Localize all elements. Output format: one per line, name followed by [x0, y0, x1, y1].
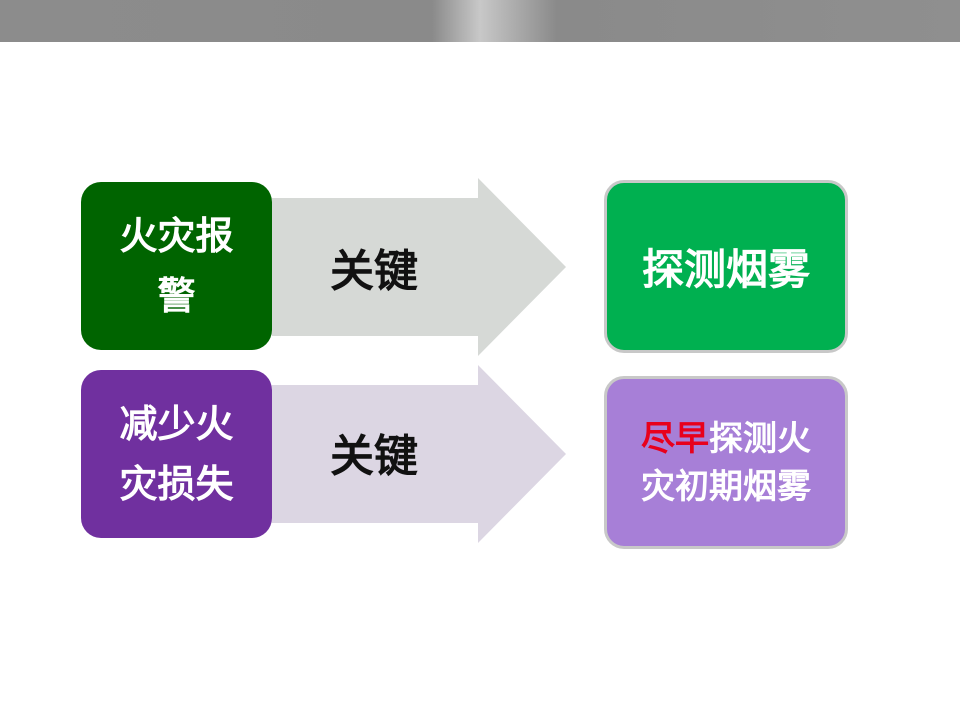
- early-detect-label: 探测火灾初期烟雾: [641, 418, 811, 507]
- early-highlight: 尽早: [641, 418, 709, 459]
- key-label-2: 关键: [330, 431, 418, 482]
- fire-alarm-box: 火灾报警: [81, 182, 272, 350]
- top-banner: [0, 0, 960, 42]
- early-detect-box: 尽早探测火灾初期烟雾: [604, 376, 848, 549]
- detect-smoke-box: 探测烟雾: [604, 180, 848, 353]
- fire-alarm-label: 火灾报警: [119, 214, 234, 318]
- reduce-loss-box: 减少火灾损失: [81, 370, 272, 538]
- detect-smoke-label: 探测烟雾: [641, 245, 810, 294]
- arrow-2: [272, 365, 566, 543]
- reduce-loss-label: 减少火灾损失: [119, 402, 234, 506]
- key-label-1: 关键: [330, 246, 418, 297]
- arrow-1: [272, 178, 566, 356]
